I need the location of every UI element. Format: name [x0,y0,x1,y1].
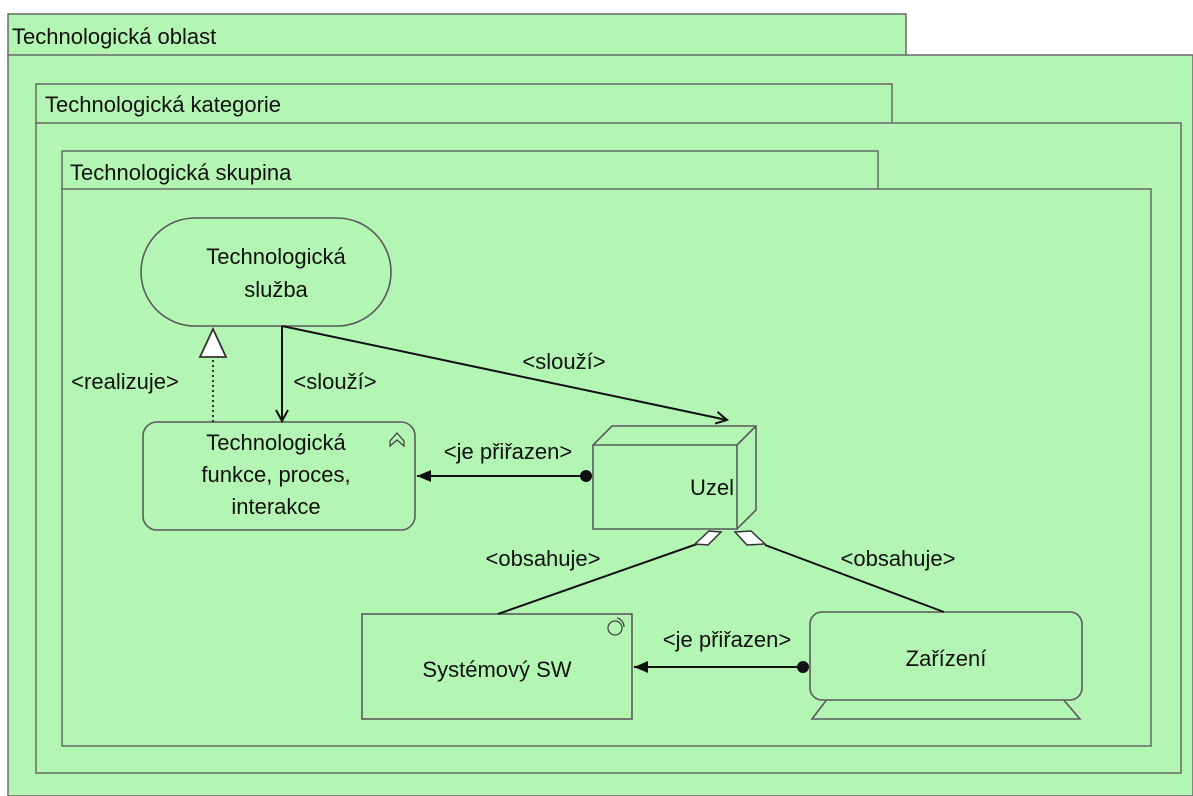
relation-obsahuje-zarizeni[interactable]: <obsahuje> [733,530,956,613]
slouzi-funkce-label: <slouží> [293,369,376,394]
realizuje-label: <realizuje> [71,369,179,394]
container-skupina-title: Technologická skupina [70,160,292,185]
zarizeni-label: Zařízení [906,646,987,671]
node-zarizeni[interactable]: Zařízení [809,611,1083,720]
uzel-label: Uzel [690,475,734,500]
node-technologicka-funkce[interactable]: Technologická funkce, proces, interakce [142,421,416,531]
sluzba-label-line2: služba [244,277,308,302]
node-technologicka-sluzba[interactable]: Technologická služba [140,217,392,327]
relation-slouzi-uzel[interactable]: <slouží> [281,325,727,420]
node-uzel[interactable]: Uzel [592,425,757,530]
device-base [810,697,1082,720]
relation-obsahuje-sw[interactable]: <obsahuje> [486,530,723,615]
obsahuje-sw-label: <obsahuje> [486,546,601,571]
container-kategorie-title: Technologická kategorie [45,92,281,117]
relation-realizuje[interactable]: <realizuje> [71,326,228,422]
systemovy-sw-label: Systémový SW [422,657,571,682]
node-systemovy-sw[interactable]: Systémový SW [361,613,633,720]
slouzi-uzel-label: <slouží> [522,349,605,374]
funkce-label-line2: funkce, proces, [201,462,350,487]
prirazen-zarizeni-sw-label: <je přiřazen> [663,627,791,652]
prirazen-uzel-funkce-label: <je přiřazen> [444,439,572,464]
sluzba-label-line1: Technologická [206,244,346,269]
obsahuje-zarizeni-label: <obsahuje> [841,546,956,571]
funkce-label-line3: interakce [231,494,320,519]
function-chevron-icon [389,432,405,448]
relation-prirazen-uzel-funkce[interactable]: <je přiřazen> [417,439,592,482]
relation-slouzi-funkce[interactable]: <slouží> [282,326,377,421]
funkce-label-line1: Technologická [206,430,346,455]
relation-prirazen-zarizeni-sw[interactable]: <je přiřazen> [634,627,809,673]
system-software-icon [607,617,625,636]
container-oblast-title: Technologická oblast [12,24,216,49]
